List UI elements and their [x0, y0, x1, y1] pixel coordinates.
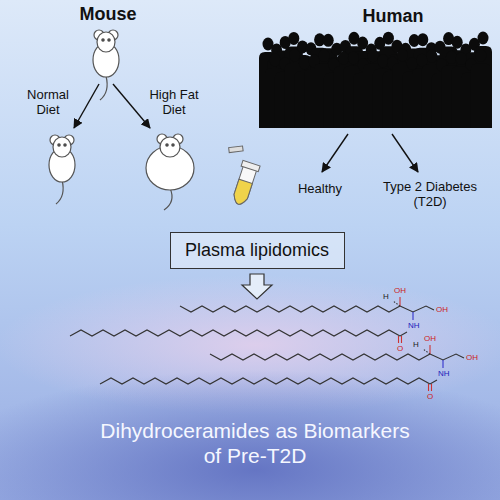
panel-heading: Mouse [58, 4, 158, 25]
atom-label: OH [436, 305, 448, 314]
lean-mouse-icon [49, 135, 75, 204]
group-label: High Fat Diet [142, 88, 206, 118]
group-label: Type 2 Diabetes (T2D) [372, 180, 488, 210]
atom-label: O [427, 392, 433, 401]
sample-tube [213, 142, 264, 207]
process-box: Plasma lipidomics [170, 232, 345, 269]
lipid-structures [70, 297, 464, 391]
group-label: Healthy [285, 182, 355, 197]
atom-label: OH [424, 334, 436, 343]
atom-label: NH [408, 321, 420, 330]
panel-heading: Human [343, 6, 443, 27]
group-label: Normal Diet [20, 88, 76, 118]
mouse-icon [93, 30, 119, 100]
atom-label: OH [466, 353, 478, 362]
atom-label: H [413, 340, 419, 349]
atom-label: OH [394, 286, 406, 295]
atom-label: H [383, 292, 389, 301]
obese-mouse-icon [146, 134, 194, 210]
down-arrow [242, 274, 272, 299]
atom-label: O [397, 344, 403, 353]
crowd-silhouette [259, 32, 492, 128]
caption: Dihydroceramides as Biomarkers of Pre-T2… [100, 418, 410, 468]
box-label: Plasma lipidomics [185, 240, 330, 261]
atom-label: NH [438, 369, 450, 378]
